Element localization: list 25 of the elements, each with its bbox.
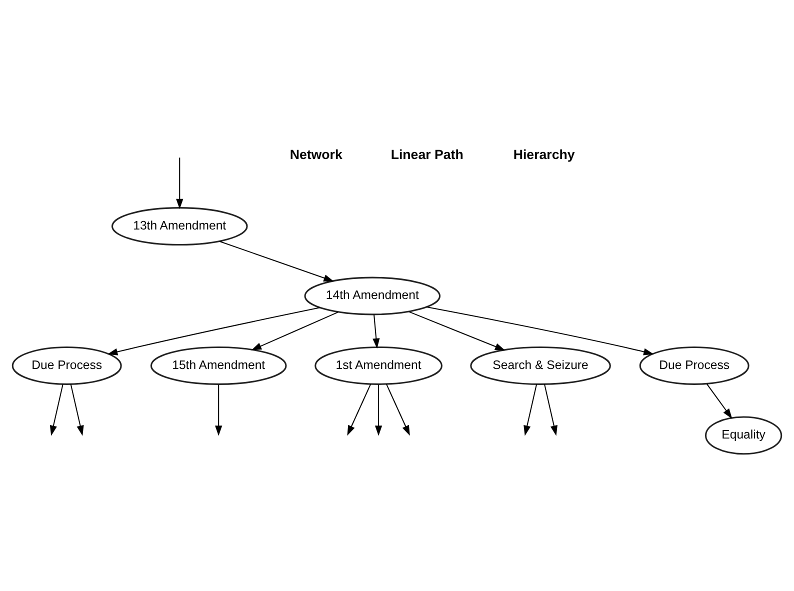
node-ellipse: 14th Amendment — [304, 276, 441, 315]
arrow — [544, 384, 558, 436]
node-ellipse: 1st Amendment — [314, 346, 442, 384]
arrow — [347, 383, 372, 436]
arrow — [524, 384, 538, 436]
label: Linear Path — [390, 146, 464, 162]
arrow — [50, 384, 64, 436]
node-ellipse: 15th Amendment — [150, 346, 287, 384]
arrow — [408, 310, 506, 350]
arrow — [219, 240, 334, 281]
arrow — [215, 384, 222, 436]
arrow — [176, 157, 184, 209]
arrow — [374, 384, 382, 436]
node-ellipse: Search & Seizure — [470, 346, 611, 384]
arrow — [386, 383, 410, 436]
arrow — [251, 311, 338, 350]
arrow — [426, 306, 654, 355]
node-ellipse: 13th Amendment — [111, 206, 248, 245]
arrow — [706, 383, 732, 418]
label: Hierarchy — [513, 146, 575, 162]
node-ellipse: Equality — [704, 416, 782, 454]
label: Network — [290, 146, 342, 162]
arrow — [372, 314, 380, 348]
arrow — [107, 306, 320, 355]
arrow — [70, 384, 84, 436]
